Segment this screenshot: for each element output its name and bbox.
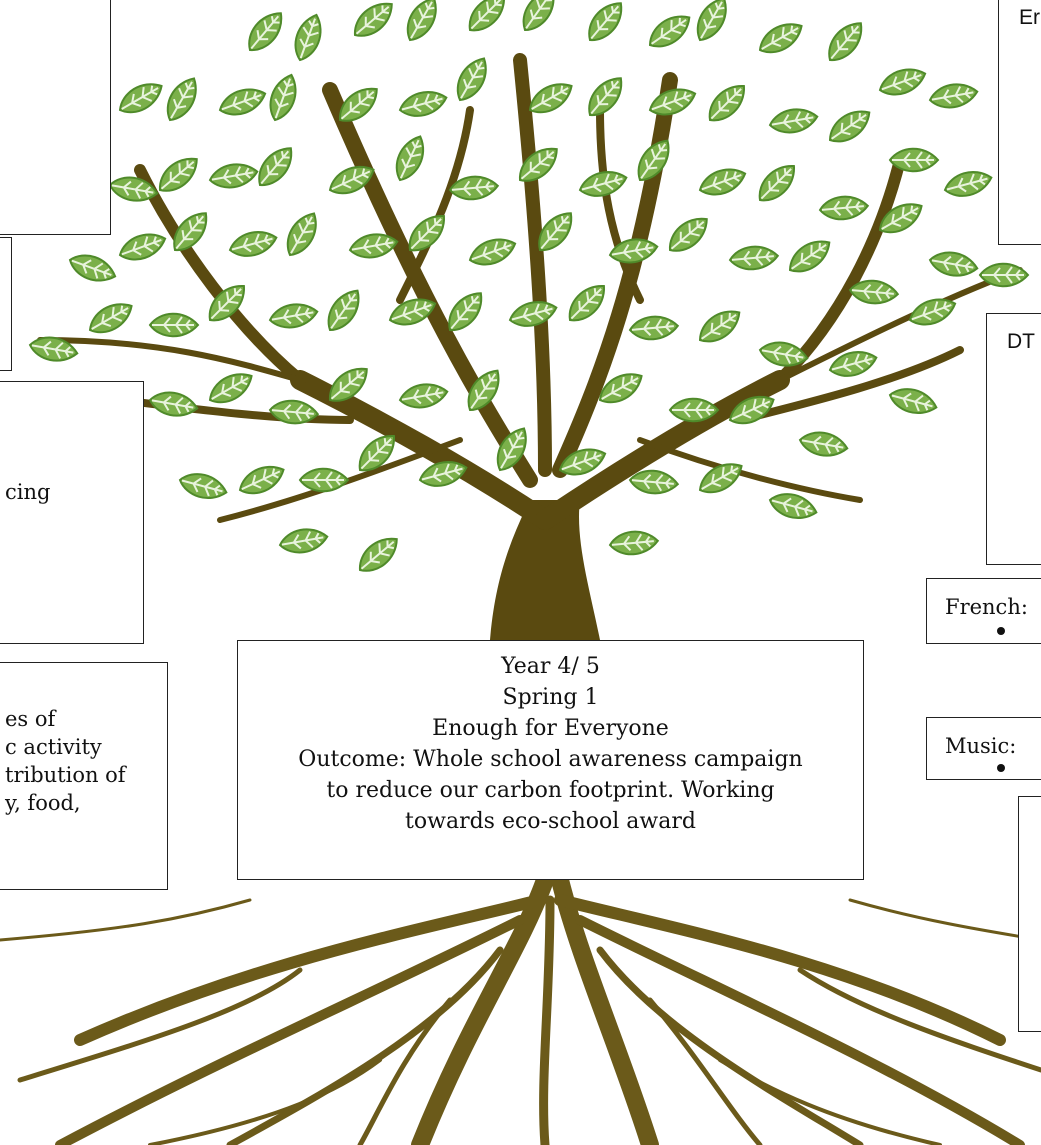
music-box: Music: (926, 717, 1041, 780)
outcome-line-2: to reduce our carbon footprint. Working (252, 775, 849, 806)
outcome-line-1: Outcome: Whole school awareness campaign (252, 744, 849, 775)
dt-label: DT (1007, 328, 1035, 356)
top-left-box (0, 0, 111, 235)
top-right-text: Er (1019, 4, 1040, 32)
outcome-line-3: towards eco-school award (252, 806, 849, 837)
french-bullet (997, 627, 1005, 635)
roots (0, 880, 1041, 1145)
music-bullet (997, 764, 1005, 772)
bottom-right-box (1018, 796, 1041, 1032)
lower-left-box: es of c activity tribution of y, food, (0, 662, 168, 890)
music-label: Music: (945, 732, 1016, 760)
french-label: French: (945, 593, 1028, 621)
french-box: French: (926, 578, 1041, 644)
lower-left-line-1: es of (5, 705, 55, 733)
lower-left-line-3: tribution of (5, 761, 126, 789)
topic-summary-box: Year 4/ 5 Spring 1 Enough for Everyone O… (237, 640, 864, 880)
lower-left-line-4: y, food, (5, 789, 81, 817)
top-right-box: Er (998, 0, 1041, 245)
lower-left-line-2: c activity (5, 733, 102, 761)
mid-left-text: cing (5, 478, 50, 506)
year-group: Year 4/ 5 (252, 651, 849, 682)
mid-left-box: cing (0, 381, 144, 644)
upper-left-small-box (0, 237, 12, 371)
dt-box: DT (986, 313, 1041, 565)
term: Spring 1 (252, 682, 849, 713)
topic-title: Enough for Everyone (252, 713, 849, 744)
